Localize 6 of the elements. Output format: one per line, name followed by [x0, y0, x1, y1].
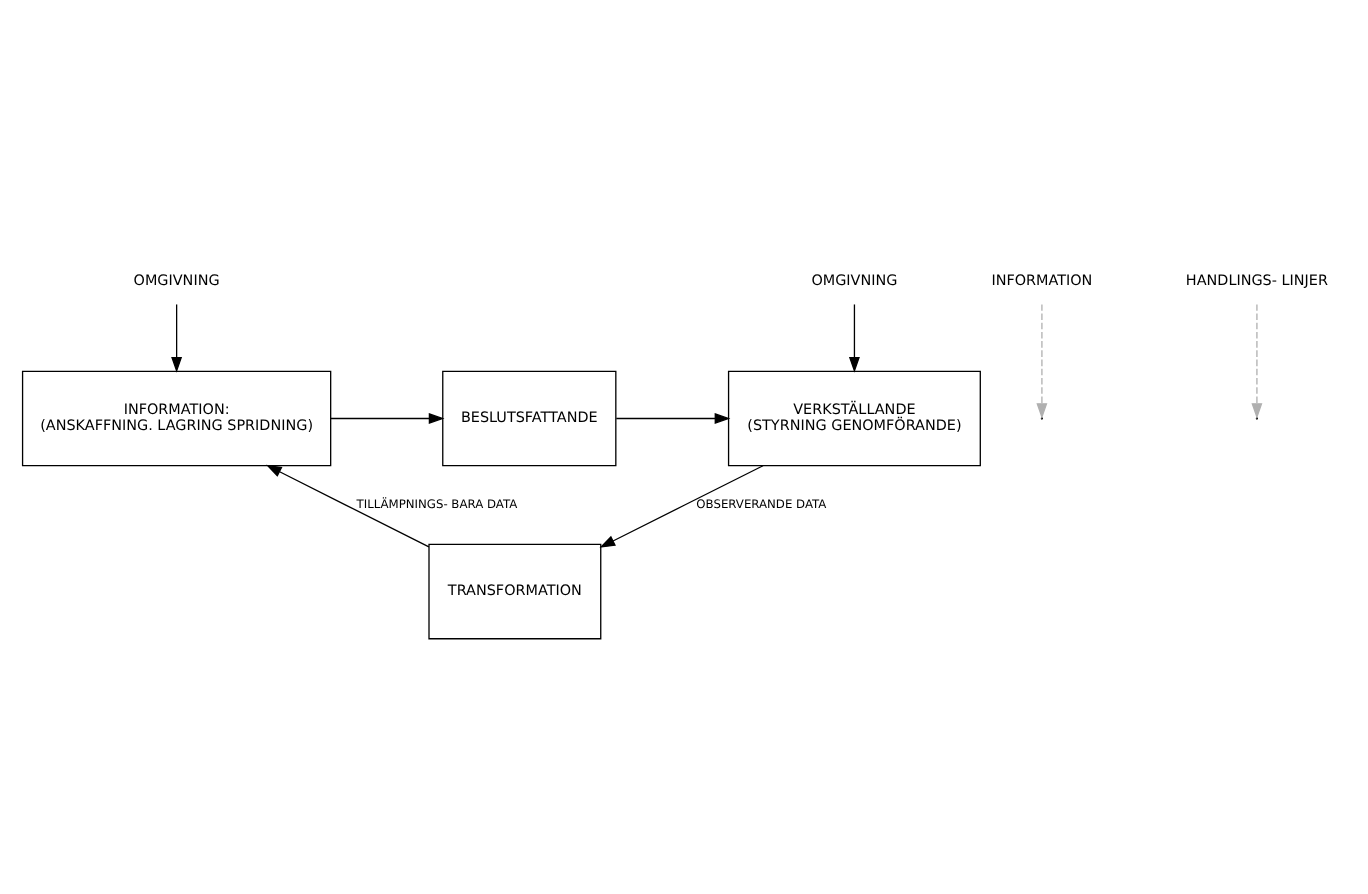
arrow	[615, 412, 731, 423]
arrow	[171, 302, 183, 372]
arrow	[265, 463, 430, 547]
arrow	[599, 464, 764, 547]
arrow	[848, 302, 860, 372]
arrow	[330, 412, 445, 423]
